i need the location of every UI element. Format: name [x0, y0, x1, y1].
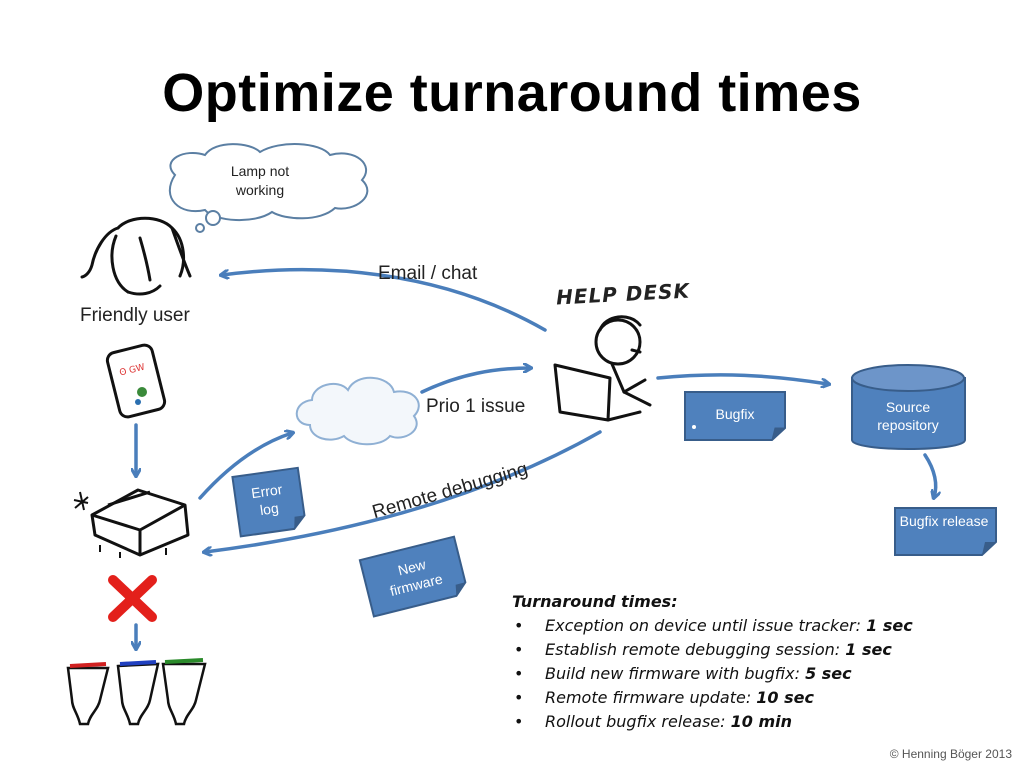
phone-icon: ʘ GW [105, 343, 167, 419]
arrows [136, 267, 936, 648]
list-item: Build new firmware with bugfix: 5 sec [512, 662, 1012, 686]
error-log-card-shape [231, 466, 306, 538]
slide-title: Optimize turnaround times [162, 63, 862, 123]
source-repository-cylinder [851, 364, 966, 450]
bugfix-card-label: Bugfix [715, 406, 755, 422]
cloud-icon [295, 376, 420, 446]
bugfix-release-card-shape [894, 507, 997, 556]
list-item: Establish remote debugging session: 1 se… [512, 638, 1012, 662]
list-item: Remote firmware update: 10 sec [512, 686, 1012, 710]
helpdesk-to-repo-arrow [656, 373, 828, 384]
gateway-device-icon [73, 488, 190, 558]
helpdesk-agent-icon [553, 315, 652, 422]
copyright-notice: © Henning Böger 2013 [889, 747, 1012, 761]
repo-to-release-arrow [923, 453, 936, 497]
email-chat-arrow [222, 267, 547, 332]
prio-issue-arrow [420, 368, 530, 394]
source-repository-label: Source repository [877, 399, 939, 433]
remote-debugging-arrow [205, 430, 602, 552]
turnaround-heading: Turnaround times: [512, 592, 678, 611]
email-chat-label: Email / chat [378, 263, 478, 284]
prio-issue-label: Prio 1 issue [426, 396, 526, 417]
gateway-to-cloud-arrow [198, 433, 292, 500]
thought-bubble [168, 143, 369, 233]
error-log-card-label: Error log [250, 480, 284, 519]
friendly-user-label: Friendly user [80, 305, 190, 326]
new-firmware-card-shape [358, 535, 467, 618]
lamps-icon [66, 658, 207, 726]
friendly-user-icon [80, 216, 192, 296]
thought-bubble-text: Lamp not working [230, 163, 290, 198]
bugfix-release-card-label: Bugfix release [899, 513, 989, 529]
list-item: Rollout bugfix release: 10 min [512, 710, 1012, 734]
list-item: Exception on device until issue tracker:… [512, 614, 1012, 638]
bugfix-card-shape [684, 391, 786, 441]
turnaround-times-list: Turnaround times: Exception on device un… [512, 590, 1012, 734]
error-x-icon [108, 575, 157, 622]
